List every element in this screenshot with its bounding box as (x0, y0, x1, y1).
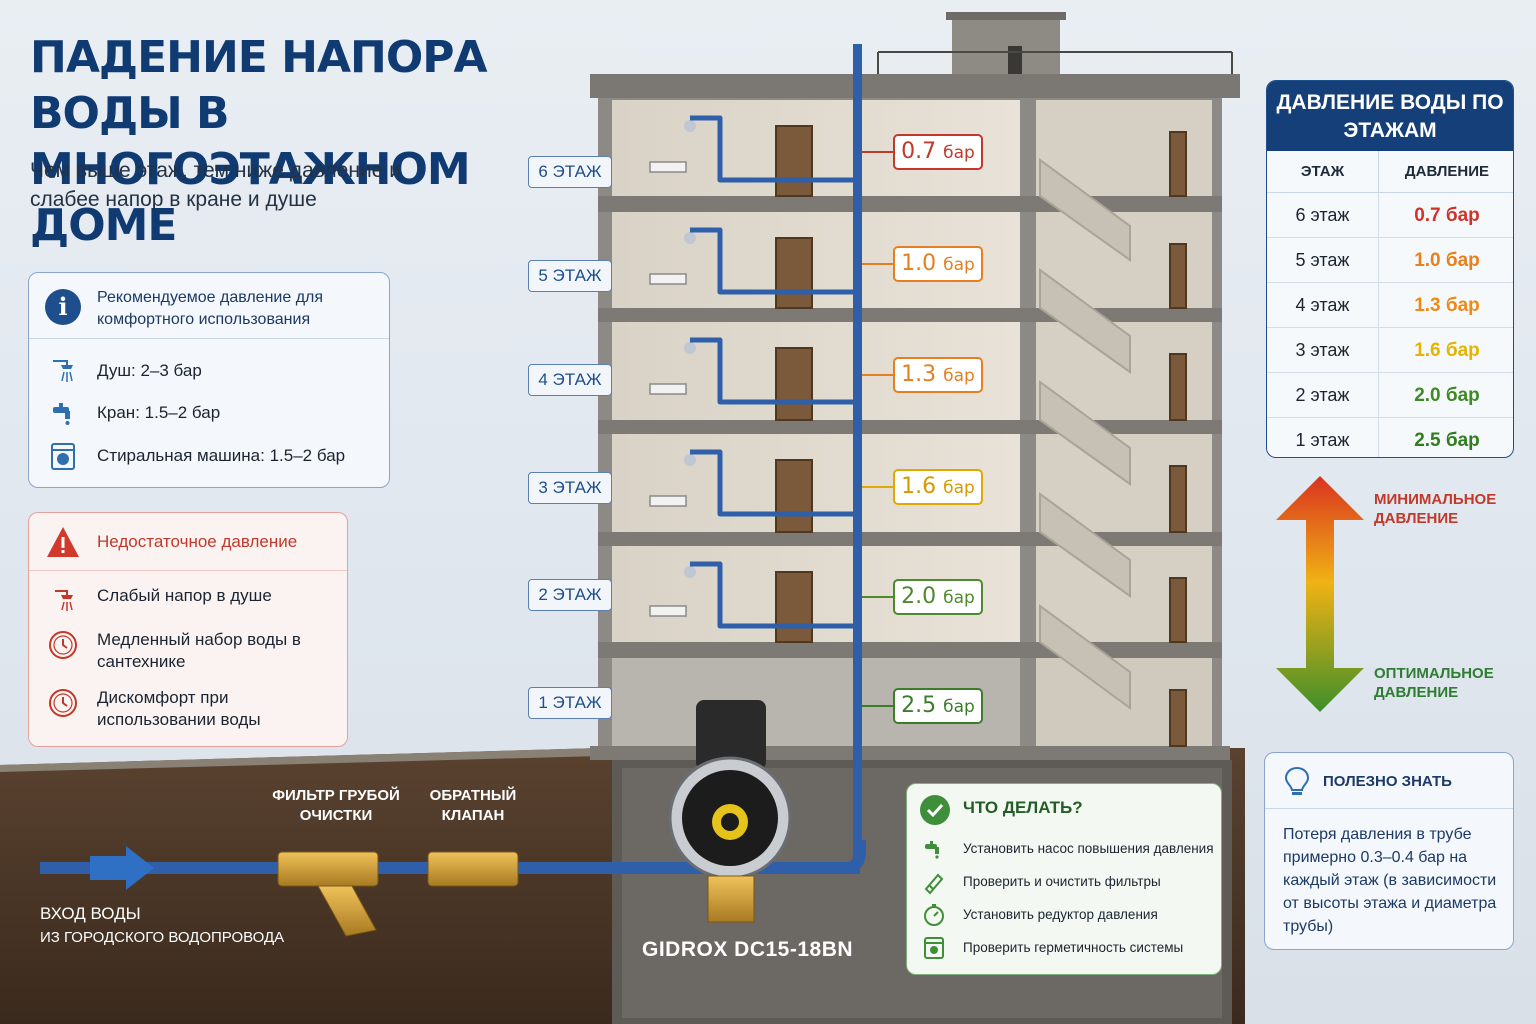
riser-pipe (853, 44, 862, 860)
floor-label-5: 5 ЭТАЖ (528, 260, 612, 292)
page-title: ПАДЕНИЕ НАПОРА ВОДЫ В МНОГОЭТАЖНОМ ДОМЕ (30, 32, 488, 251)
legend-min-pressure: МИНИМАЛЬНОЕ ДАВЛЕНИЕ (1374, 491, 1497, 527)
filter-icon (924, 873, 944, 895)
table-header-floor: ЭТАЖ (1267, 151, 1379, 193)
booster-pump (668, 700, 792, 923)
valve-label: ОБРАТНЫЙ КЛАПАН (429, 787, 517, 824)
badge-connectors (862, 151, 893, 707)
pressure-badge-1: 2.5 бар (893, 688, 983, 724)
pressure-badge-4: 1.3 бар (893, 357, 983, 393)
useful-info-card: ПОЛЕЗНО ЗНАТЬ Потеря давления в трубе пр… (1264, 752, 1514, 950)
insufficient-pressure-card: Недостаточное давление Слабый напор в ду… (28, 512, 348, 747)
branch-pipes (690, 115, 858, 629)
faucet-icon (53, 403, 70, 425)
floor-label-3: 3 ЭТАЖ (528, 472, 612, 504)
insufficient-title: Недостаточное давление (97, 532, 298, 551)
floor-label-4: 4 ЭТАЖ (528, 364, 612, 396)
filter-label: ФИЛЬТР ГРУБОЙ ОЧИСТКИ (272, 787, 400, 824)
todo-item-check-system: Проверить герметичность системы (921, 935, 1221, 963)
clock-icon (49, 689, 77, 717)
recommended-item-washer: Стиральная машина: 1.5–2 бар (47, 438, 387, 474)
todo-item-reducer: Установить редуктор давления (921, 902, 1221, 930)
recommended-item-faucet: Кран: 1.5–2 бар (47, 395, 387, 431)
pressure-by-floor-table: ДАВЛЕНИЕ ВОДЫ ПО ЭТАЖАМ ЭТАЖ ДАВЛЕНИЕ 6 … (1266, 80, 1514, 458)
useful-title: ПОЛЕЗНО ЗНАТЬ (1323, 773, 1452, 790)
recommended-title: Рекомендуемое давление для комфортного и… (97, 289, 324, 328)
floor-label-6: 6 ЭТАЖ (528, 156, 612, 188)
info-icon: i (45, 289, 81, 325)
useful-text: Потеря давления в трубе примерно 0.3–0.4… (1283, 826, 1497, 935)
gauge-icon (924, 904, 944, 926)
shower-icon (53, 360, 73, 382)
warning-icon (47, 527, 79, 557)
check-system-icon (924, 937, 944, 959)
inlet-arrow (90, 846, 154, 890)
pressure-badge-6: 0.7 бар (893, 134, 983, 170)
lightbulb-icon (1284, 766, 1310, 795)
pressure-badge-2: 2.0 бар (893, 579, 983, 615)
floor-label-2: 2 ЭТАЖ (528, 579, 612, 611)
inlet-label: ВХОД ВОДЫ ИЗ ГОРОДСКОГО ВОДОПРОВОДА (40, 904, 285, 946)
legend-optimal-pressure: ОПТИМАЛЬНОЕ ДАВЛЕНИЕ (1374, 665, 1494, 701)
coarse-filter (277, 851, 379, 937)
faucet-icon (925, 841, 939, 859)
check-valve (427, 851, 519, 887)
check-circle-icon (920, 795, 950, 825)
what-to-do-card: ЧТО ДЕЛАТЬ? Установить насос повышения д… (906, 783, 1222, 975)
pressure-gradient-arrow (1276, 476, 1364, 712)
todo-item-pump: Установить насос повышения давления (921, 836, 1221, 864)
floor-label-1: 1 ЭТАЖ (528, 687, 612, 719)
washing-machine-icon (51, 443, 75, 470)
recommended-item-shower: Душ: 2–3 бар (47, 353, 387, 389)
page-subtitle: Чем выше этаж, тем ниже давление и слабе… (30, 159, 401, 211)
table-title: ДАВЛЕНИЕ ВОДЫ ПО ЭТАЖАМ (1267, 81, 1513, 151)
fixtures (649, 120, 696, 617)
todo-item-filters: Проверить и очистить фильтры (921, 869, 1221, 897)
clock-icon (49, 631, 77, 659)
pump-model-label: GIDROX DC15-18BN (642, 938, 854, 961)
recommended-pressure-card: i Рекомендуемое давление для комфортного… (28, 272, 390, 488)
table-header-pressure: ДАВЛЕНИЕ (1379, 151, 1513, 193)
pressure-badge-3: 1.6 бар (893, 469, 983, 505)
what-to-do-title: ЧТО ДЕЛАТЬ? (963, 798, 1083, 817)
pressure-badge-5: 1.0 бар (893, 246, 983, 282)
weak-shower-icon (55, 590, 73, 611)
